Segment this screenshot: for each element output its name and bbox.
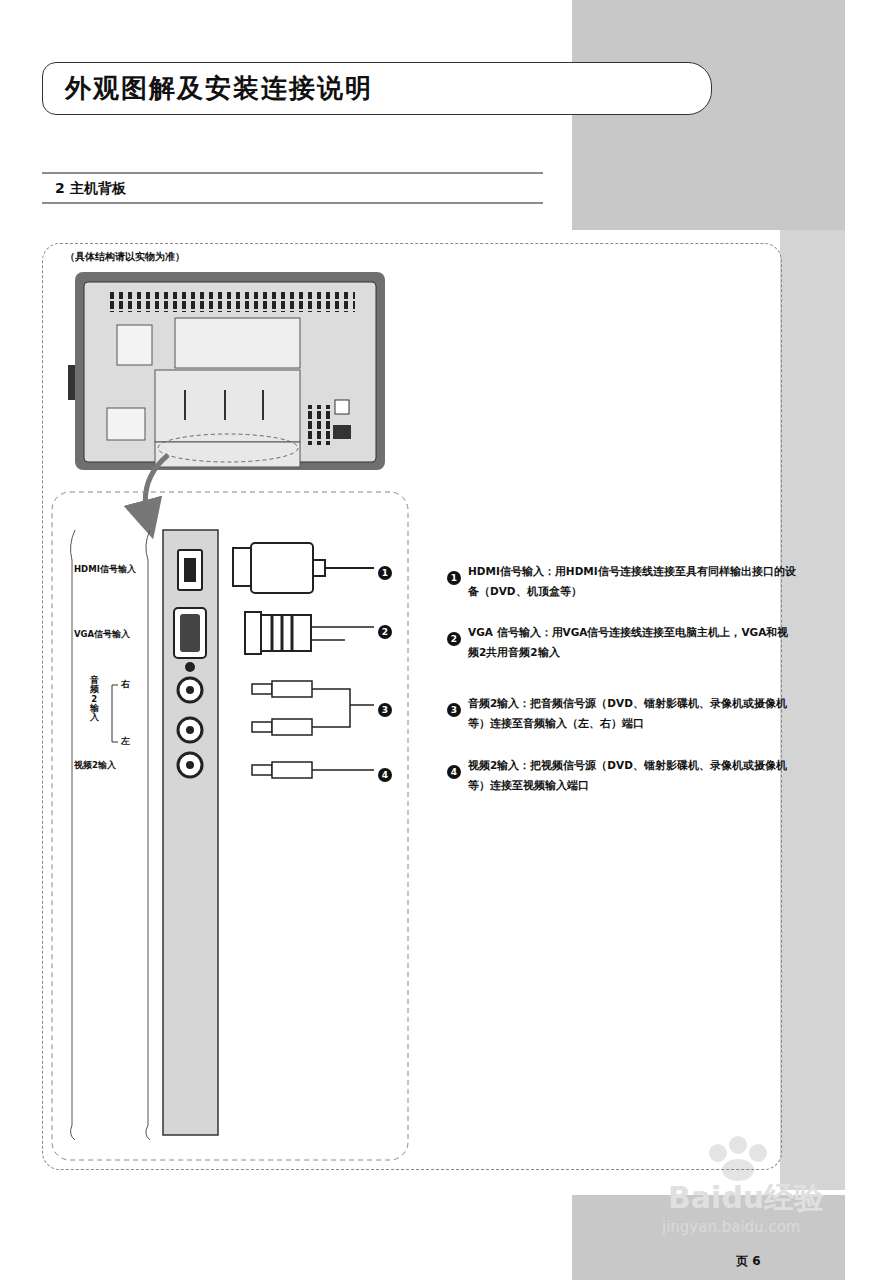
node-text: （具体结构请以实物为准） xyxy=(65,250,185,264)
description: 音频2输入：把音频信号源（DVD、镭射影碟机、录像机或摄像机等）连接至音频输入（… xyxy=(468,693,798,733)
port-label: 视频2输入 xyxy=(74,760,116,772)
description: VGA 信号输入：用VGA信号连接线连接至电脑主机上，VGA和视频2共用音频2输… xyxy=(468,622,798,662)
description: 视频2输入：把视频信号源（DVD、镭射影碟机、录像机或摄像机等）连接至视频输入端… xyxy=(468,755,798,795)
callout-number: 3 xyxy=(447,698,461,717)
title-box: 外观图解及安装连接说明 xyxy=(42,62,712,115)
callout-circle: 3 xyxy=(447,703,461,717)
callout-number: 2 xyxy=(378,620,392,639)
callout-circle: 3 xyxy=(378,703,392,717)
callout-circle: 4 xyxy=(447,765,461,779)
watermark: jingyan.baidu.com xyxy=(662,1218,800,1236)
section-heading: 2 主机背板 xyxy=(55,180,126,198)
port-label: HDMI信号输入 xyxy=(74,564,136,576)
page-number: 页 6 xyxy=(736,1253,761,1270)
description: HDMI信号输入：用HDMI信号连接线连接至具有同样输出接口的设备（DVD、机顶… xyxy=(468,561,798,601)
callout-number: 4 xyxy=(378,763,392,782)
callout-number: 1 xyxy=(378,561,392,580)
callout-circle: 1 xyxy=(378,566,392,580)
callout-number: 2 xyxy=(447,627,461,646)
watermark: Baidu经验 xyxy=(668,1178,824,1219)
callout-circle: 1 xyxy=(447,571,461,585)
callout-circle: 2 xyxy=(378,625,392,639)
callout-number: 3 xyxy=(378,698,392,717)
callout-number: 1 xyxy=(447,566,461,585)
port-label: VGA信号输入 xyxy=(74,629,130,641)
node-text: 外观图解及安装连接说明 xyxy=(43,63,711,114)
callout-number: 4 xyxy=(447,760,461,779)
callout-circle: 4 xyxy=(378,768,392,782)
callout-circle: 2 xyxy=(447,632,461,646)
bracket-label: 右 xyxy=(121,679,130,691)
port-label: 音频2输入 xyxy=(90,676,99,723)
bracket-label: 左 xyxy=(121,736,130,748)
